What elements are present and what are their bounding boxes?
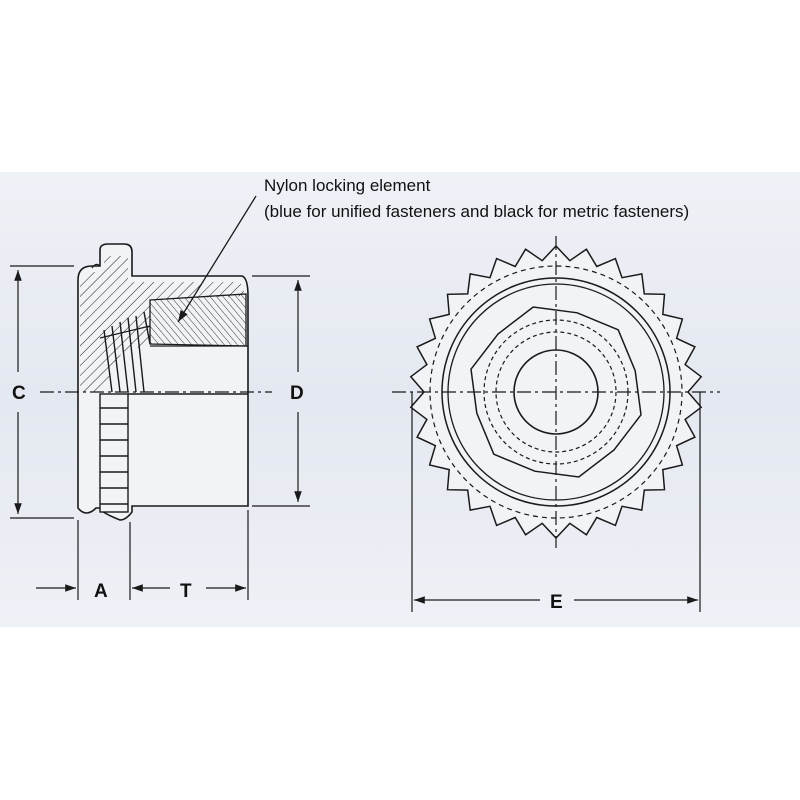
annotation-line-1: Nylon locking element: [264, 176, 431, 195]
hex-recess: [470, 306, 642, 478]
annotation-line-2: (blue for unified fasteners and black fo…: [264, 202, 689, 221]
dashed-outer-circle: [429, 265, 683, 519]
dimension-label-c: C: [12, 383, 26, 404]
section-hatch-upper: [80, 256, 246, 392]
end-dimensions: [411, 392, 701, 612]
thread-flanks: [103, 311, 151, 393]
side-dimensions: [10, 265, 310, 600]
nylon-locking-element: [149, 293, 247, 347]
side-section-view: [77, 243, 249, 521]
dimension-label-d: D: [290, 383, 304, 404]
knurl-teeth: [99, 393, 129, 513]
dimension-label-e: E: [550, 592, 563, 613]
annotation-leader: [177, 195, 257, 323]
dimension-label-t: T: [180, 581, 192, 602]
dimension-label-a: A: [94, 581, 108, 602]
thread-crest-line: [99, 325, 151, 339]
